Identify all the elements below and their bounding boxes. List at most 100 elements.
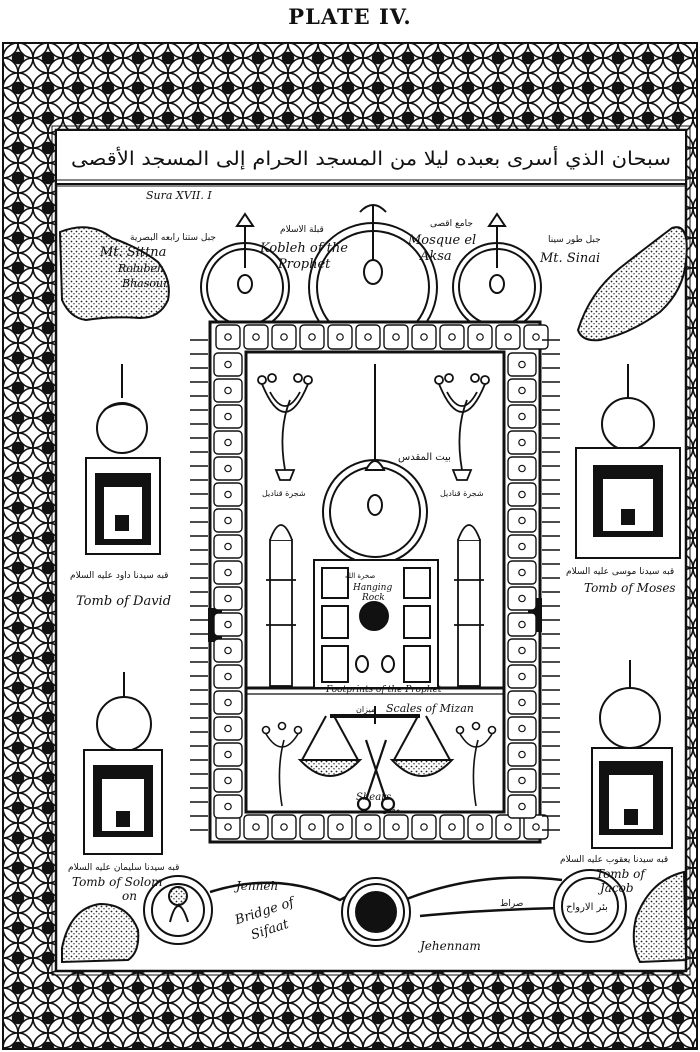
minaret-left [266,524,296,687]
lamp-bulb [420,333,428,341]
lamp-bulb [364,333,372,341]
header-arabic-verse: سبحان الذي أسرى بعبده ليلا من المسجد الح… [71,146,671,171]
label-mt-sittna-2: Rolubeh [117,262,164,275]
lamp-bulb [224,823,232,831]
lamp-bulb [476,333,484,341]
scales-of-mizan [297,706,455,777]
label-jenneh: Jenneh [233,879,278,893]
lamp-bulb [224,490,232,499]
arwah-arabic: بئر الارواح [566,902,608,913]
mosque-arabic: جامع اقصى [430,219,473,229]
mountain-bottom-right [632,870,688,964]
medallion-arwah [553,869,627,943]
tomb-solomon [83,672,163,855]
lamp-bulb [224,646,232,655]
lamp-bulb [518,594,526,603]
label-hanging-rock-2: Rock [361,593,385,603]
bait-arabic: بيت المقدس [398,452,451,463]
lamp-bulb [518,490,526,499]
inner-dome [322,364,428,565]
lamp-bulb [308,823,316,831]
lamp-bulb [252,823,260,831]
lamp-bulb [224,412,232,421]
lamp-bulb [504,333,512,341]
label-scales: Scales of Mizan [386,702,474,715]
lamp-ring [213,324,549,840]
lamp-bulb [518,802,526,811]
moses-arabic: قبه سيدنا موسى عليه السلام [566,567,674,577]
tree-of-lamps-right [434,373,490,481]
lamp-bulb [224,620,232,629]
lamp-bulb [224,750,232,759]
jacob-arabic: قبه سيدنا يعقوب عليه السلام [560,855,668,865]
kobleh-arabic: قبلة الاسلام [280,225,324,235]
shears-arabic: مقص [382,805,400,814]
mountain-sittna [58,226,170,322]
lamp-bulb [518,698,526,707]
lamp-bulb [308,333,316,341]
lamp-bulb [336,823,344,831]
medallion-jehennam [341,877,411,947]
lamp-bulb [224,464,232,473]
lamp-bulb [420,823,428,831]
tree-right-arabic: شجرة قناديل [440,489,484,498]
sirat-arabic: صراط [500,899,523,909]
lamp-bulb [392,333,400,341]
label-tomb-solomon-2: on [122,889,137,903]
rock-arabic: صخرة الله [345,572,375,580]
label-jehennam: Jehennam [417,939,481,953]
trees-lower [261,721,497,807]
lamp-bulb [518,464,526,473]
label-mt-sittna-3: Bhasour [121,277,169,290]
label-mosque-2: Aksa [419,249,452,264]
lamp-bulb [224,698,232,707]
lamp-bulb [224,542,232,551]
medallion-jenneh [143,875,213,945]
minaret-right [454,524,484,687]
label-mosque: Mosque el [407,233,476,248]
label-tomb-jacob: Tomb of [596,867,647,881]
lamp-bulb [518,386,526,395]
lamp-bulb [448,333,456,341]
lamp-bulb [518,438,526,447]
lamp-bulb [518,750,526,759]
lamp-bulb [224,360,232,369]
label-mt-sittna: Mt. Sittna [99,245,166,260]
lamp-bulb [224,333,232,341]
shears [356,739,396,812]
lamp-bulb [224,672,232,681]
label-shears: Shears [356,792,391,803]
lamp-bulb [224,802,232,811]
tomb-david [85,364,161,555]
lamp-bulb [224,776,232,785]
label-hanging-rock: Hanging [352,583,392,593]
lamp-bulb [448,823,456,831]
hanging-rock-shrine [313,559,439,689]
sura-reference: Sura XVII. I [146,189,212,202]
lamp-bulb [518,568,526,577]
lamp-bulb [336,333,344,341]
lamp-bulb [504,823,512,831]
solomon-arabic: قبه سيدنا سليمان عليه السلام [68,863,179,873]
side-ticks [190,339,560,831]
lamp-bulb [518,724,526,733]
lamp-bulb [224,568,232,577]
sinai-arabic: جبل طور سينا [548,235,601,245]
label-tomb-moses: Tomb of Moses [584,581,676,595]
header-band [55,129,687,187]
lamp-bulb [280,823,288,831]
plate-title: PLATE IV. [288,4,412,29]
david-arabic: قبه سيدنا داود عليه السلام [70,571,168,581]
lamp-bulb [280,333,288,341]
tomb-jacob [591,660,673,849]
tree-of-lamps-left [257,373,313,481]
lamp-bulb [518,542,526,551]
lamp-bulb [224,386,232,395]
sittna-arabic: جبل ستنا رابعه البصرية [130,233,216,243]
lamp-bulb [224,724,232,733]
lamp-bulb [518,672,526,681]
lamp-bulb [476,823,484,831]
lamp-bulb [392,823,400,831]
lamp-bulb [518,516,526,525]
